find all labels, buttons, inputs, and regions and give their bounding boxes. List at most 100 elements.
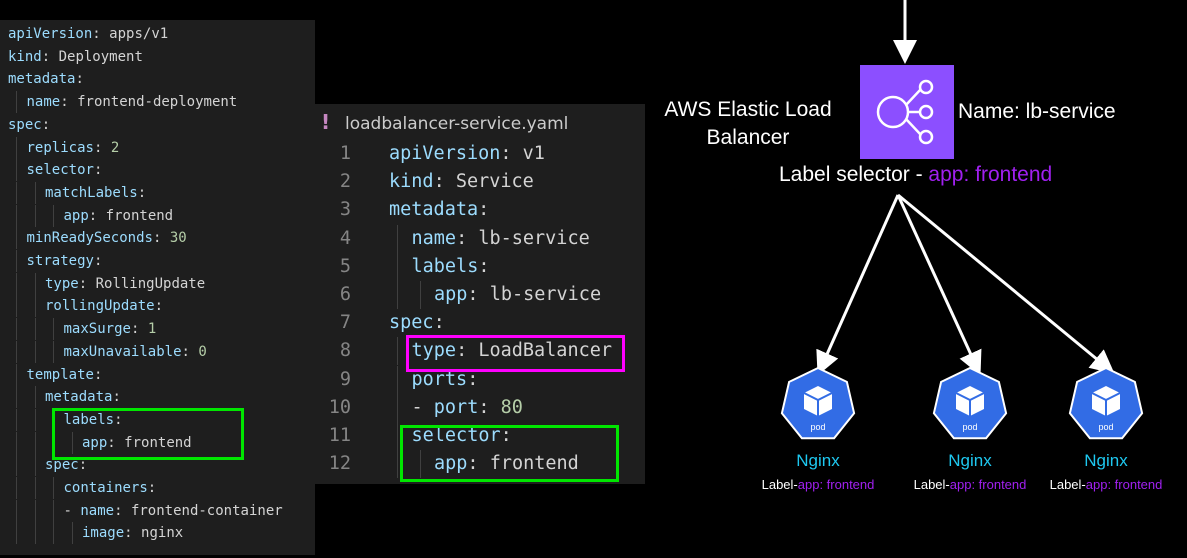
arrow-to-pod-2 [896, 194, 982, 376]
yaml-value: 0 [198, 343, 207, 360]
indent-guide [34, 454, 36, 477]
yaml-key: name [80, 502, 115, 519]
deployment-code-line: replicas: 2 [26, 139, 120, 156]
yaml-value: frontend [105, 207, 174, 224]
indent-guide [397, 337, 398, 366]
indent-guide [53, 318, 54, 341]
indent-guide [16, 431, 17, 454]
pod-label-prefix: Label- [1049, 477, 1086, 492]
indent-guide [16, 477, 17, 499]
indent-guide [34, 340, 36, 363]
yaml-value: frontend-container [130, 502, 283, 519]
indent-guide [16, 159, 17, 182]
elb-title: AWS Elastic Load Balancer [648, 96, 848, 152]
deployment-code-line: rollingUpdate: [45, 298, 164, 315]
indent-guide [397, 393, 398, 422]
elb-title-line1: AWS Elastic Load [664, 98, 832, 121]
indent-guide [71, 522, 73, 545]
deployment-code-line: maxUnavailable: 0 [63, 343, 207, 360]
deployment-labels-highlight [52, 408, 244, 460]
deployment-code-line: template: [26, 366, 103, 383]
line-number: 1 [339, 143, 351, 164]
pod-label: Label-app: frontend [1036, 477, 1176, 492]
pod-label: Label-app: frontend [748, 477, 888, 492]
elb-title-line2: Balancer [706, 126, 790, 149]
line-number: 9 [339, 368, 351, 390]
yaml-key: port [433, 396, 479, 418]
arrow-to-pod-3 [897, 193, 1115, 374]
indent-guide [53, 340, 54, 363]
indent-guide [53, 522, 54, 545]
yaml-key: image [82, 525, 125, 542]
indent-guide [53, 477, 54, 499]
indent-guide [34, 272, 36, 295]
yaml-key: spec [389, 312, 434, 334]
line-number: 7 [339, 312, 351, 334]
indent-guide [16, 272, 17, 295]
indent-guide [16, 136, 17, 159]
indent-guide [34, 295, 36, 318]
yaml-key: matchLabels [45, 184, 138, 201]
yaml-key: maxUnavailable [63, 343, 182, 360]
line-number: 8 [339, 340, 351, 362]
indent-guide [53, 499, 54, 522]
yaml-value: RollingUpdate [95, 275, 206, 292]
yaml-key: labels [411, 255, 479, 277]
indent-guide [397, 422, 398, 450]
indent-guide [16, 522, 17, 545]
deployment-code-line: app: frontend [82, 434, 192, 451]
indent-guide [34, 477, 36, 499]
yaml-key: spec [8, 116, 42, 133]
deployment-code-line: - name: frontend-container [63, 502, 283, 519]
yaml-key: kind [389, 171, 434, 193]
yaml-key: ports [411, 368, 468, 390]
line-number: 10 [328, 396, 351, 418]
deployment-code-line: app: frontend [63, 207, 174, 224]
yaml-key: rollingUpdate [45, 298, 155, 315]
yaml-key: app [63, 207, 89, 224]
deployment-code-line: matchLabels: [45, 184, 147, 201]
yaml-key: template [26, 366, 94, 383]
yaml-value: 30 [169, 230, 187, 247]
yaml-key: minReadySeconds [26, 230, 153, 247]
indent-guide [53, 204, 54, 227]
line-number: 2 [339, 171, 351, 193]
indent-guide [16, 454, 17, 477]
indent-guide [34, 499, 36, 522]
elb-name: Name: lb-service [958, 100, 1116, 123]
yaml-value: nginx [141, 525, 184, 542]
pod-label-value: app: frontend [1085, 477, 1163, 492]
pod-name: Nginx [1084, 451, 1128, 470]
deployment-code-line: apiVersion: apps/v1 [8, 26, 169, 42]
pod-icon-text: pod [962, 422, 977, 432]
line-number: 6 [339, 284, 351, 305]
label-selector: Label selector - app: frontend [779, 163, 1052, 187]
yaml-value: apps/v1 [109, 26, 169, 42]
indent-guide [16, 340, 17, 363]
service-file-tab[interactable]: ! loadbalancer-service.yaml [315, 104, 645, 142]
indent-guide [34, 431, 36, 454]
line-number: 3 [339, 199, 351, 221]
deployment-code-line: labels: [63, 411, 123, 428]
yaml-key: labels [63, 411, 115, 428]
indent-guide [34, 204, 36, 227]
indent-guide [34, 318, 36, 341]
yaml-value: 80 [500, 396, 523, 418]
indent-guide [419, 450, 421, 479]
yaml-key: strategy [26, 253, 94, 269]
pod-label: Label-app: frontend [900, 477, 1040, 492]
yaml-value: lb-service [478, 227, 590, 249]
indent-guide [16, 318, 17, 341]
yaml-key: replicas [26, 139, 94, 156]
indent-guide [397, 224, 398, 253]
label-selector-prefix: Label selector - [779, 163, 929, 186]
service-type-highlight [406, 335, 625, 372]
elb-icon [860, 65, 954, 159]
yaml-key: apiVersion [389, 143, 501, 164]
